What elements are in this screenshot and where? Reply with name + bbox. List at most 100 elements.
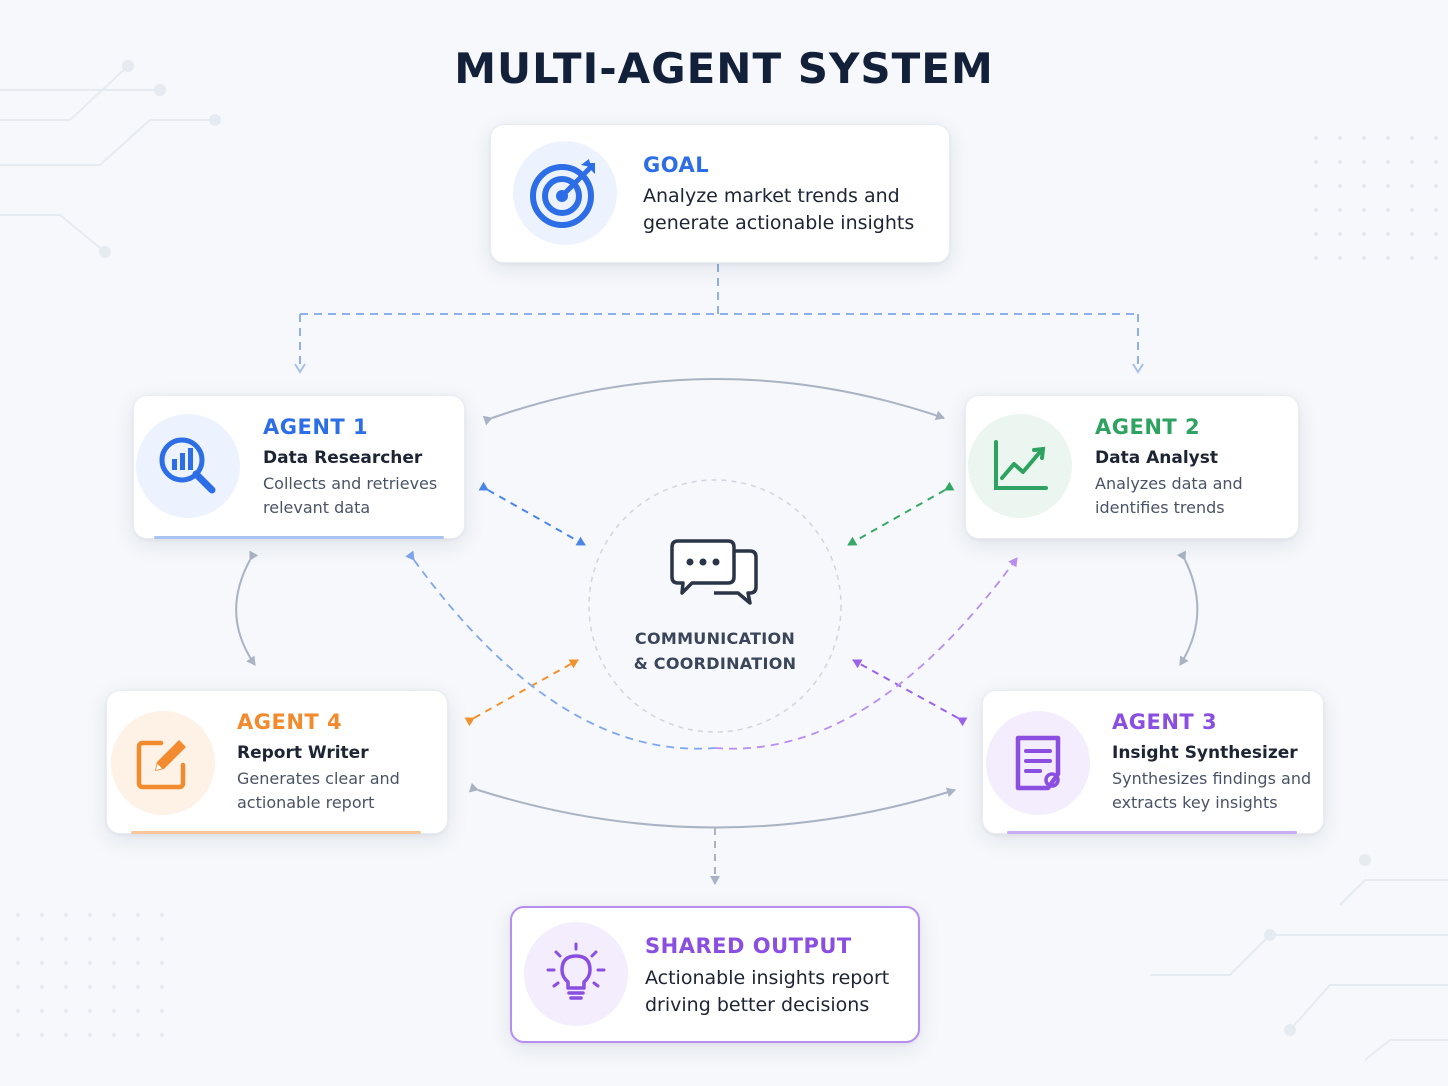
decor-dot [160, 937, 164, 941]
decor-dot [1338, 256, 1342, 260]
decor-dot [40, 985, 44, 989]
agent4-heading: AGENT 4 [237, 710, 343, 734]
decor-dot [1434, 232, 1438, 236]
decor-dot [1314, 208, 1318, 212]
decor-dot [1362, 160, 1366, 164]
decor-dot [112, 1009, 116, 1013]
decor-dot [40, 937, 44, 941]
decor-dot [88, 1033, 92, 1037]
decor-dot [40, 913, 44, 917]
decor-dot [1362, 256, 1366, 260]
output-heading: SHARED OUTPUT [645, 934, 852, 958]
decor-dot [136, 1009, 140, 1013]
goal-icon-bubble [513, 141, 617, 245]
link-agent4-hub [464, 659, 579, 727]
arc-agent1-agent2 [482, 378, 945, 426]
decor-dot [1338, 232, 1342, 236]
decor-dot [40, 1033, 44, 1037]
decor-dot [16, 1033, 20, 1037]
decor-dot [64, 937, 68, 941]
decor-dot [1338, 208, 1342, 212]
agent1-card: AGENT 1 Data Researcher Collects and ret… [133, 395, 465, 539]
decor-dot [160, 1033, 164, 1037]
agent2-role: Data Analyst [1095, 448, 1218, 468]
goal-line-1: Analyze market trends and [643, 185, 900, 207]
decor-dot [1338, 160, 1342, 164]
agent4-desc-line-2: actionable report [237, 793, 375, 812]
decor-dot [1410, 136, 1414, 140]
decor-dot [1434, 208, 1438, 212]
decor-dot [16, 985, 20, 989]
decor-dot [1410, 184, 1414, 188]
decor-dot [1410, 208, 1414, 212]
page-title: MULTI-AGENT SYSTEM [454, 44, 994, 93]
decor-dot [64, 985, 68, 989]
decor-dot [1362, 136, 1366, 140]
decor-dot [88, 985, 92, 989]
decor-dot [112, 1033, 116, 1037]
decor-dot [1386, 136, 1390, 140]
decor-dot [1338, 184, 1342, 188]
edit-icon [135, 735, 191, 791]
decor-dot [64, 913, 68, 917]
agent4-card: AGENT 4 Report Writer Generates clear an… [106, 690, 448, 834]
arc-agent3-agent2 [714, 557, 1018, 750]
document-icon [1012, 734, 1064, 792]
decor-dot [112, 961, 116, 965]
hub-circle [588, 479, 842, 733]
decor-dot [1434, 136, 1438, 140]
decor-dot [64, 961, 68, 965]
agent3-desc-line-1: Synthesizes findings and [1112, 769, 1312, 788]
output-icon-bubble [524, 922, 628, 1026]
agent4-icon-bubble [111, 711, 215, 815]
arc-agent1-agent4 [235, 550, 259, 666]
agent3-heading: AGENT 3 [1112, 710, 1218, 734]
decor-dot [1314, 160, 1318, 164]
hub-label: COMMUNICATION & COORDINATION [600, 626, 830, 676]
link-agent1-hub [478, 481, 586, 546]
decor-dot [1410, 160, 1414, 164]
agent1-role: Data Researcher [263, 448, 423, 468]
decor-dot [136, 961, 140, 965]
goal-heading: GOAL [643, 153, 710, 177]
decor-dot [1386, 160, 1390, 164]
agent2-heading: AGENT 2 [1095, 415, 1201, 439]
agent2-card: AGENT 2 Data Analyst Analyzes data and i… [965, 395, 1299, 539]
decor-dot [1434, 184, 1438, 188]
agent1-desc-line-1: Collects and retrieves [263, 474, 438, 493]
link-agent2-hub [847, 481, 955, 546]
decor-dot [1362, 208, 1366, 212]
hub-label-line-2: & COORDINATION [633, 654, 797, 673]
decor-dot [136, 937, 140, 941]
chat-bubbles-icon [670, 537, 760, 611]
decor-dot [64, 1033, 68, 1037]
decor-dot [160, 961, 164, 965]
decor-dot [1338, 136, 1342, 140]
decor-dot [16, 1009, 20, 1013]
decor-dot [136, 1033, 140, 1037]
goal-card: GOAL Analyze market trends and generate … [490, 124, 950, 263]
agent3-card: AGENT 3 Insight Synthesizer Synthesizes … [982, 690, 1324, 834]
agent2-icon-bubble [968, 414, 1072, 518]
decor-dot [1386, 232, 1390, 236]
target-icon [529, 157, 601, 229]
decor-dot [1362, 232, 1366, 236]
agent1-icon-bubble [136, 414, 240, 518]
decor-dot [1314, 232, 1318, 236]
agent2-desc-line-2: identifies trends [1095, 498, 1225, 517]
decor-dot [1314, 136, 1318, 140]
decor-dot [112, 937, 116, 941]
decor-dot [88, 961, 92, 965]
decor-dot [88, 1009, 92, 1013]
magnifier-chart-icon [156, 434, 220, 498]
decor-dot [16, 913, 20, 917]
decor-dot [40, 961, 44, 965]
arc-agent1-agent3 [405, 550, 716, 750]
decor-dot [88, 937, 92, 941]
decor-dot [64, 1009, 68, 1013]
decor-dot [160, 1009, 164, 1013]
lightbulb-icon [544, 942, 608, 1006]
agent3-role: Insight Synthesizer [1112, 743, 1298, 763]
